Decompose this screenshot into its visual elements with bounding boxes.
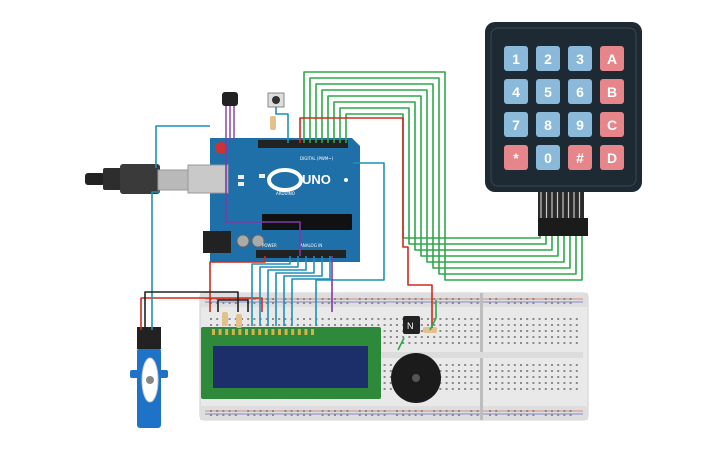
keypad-keys: 1 2 3 A 4 5 6 B 7 8 9 C * 0 # D <box>504 46 624 170</box>
keypad-key[interactable]: 6 <box>568 79 592 104</box>
keypad-key-label: 7 <box>512 117 520 133</box>
piezo-buzzer[interactable] <box>391 353 441 403</box>
keypad-key[interactable]: 5 <box>536 79 560 104</box>
keypad-key[interactable]: 0 <box>536 145 560 170</box>
keypad-key-label: A <box>607 51 617 67</box>
keypad-key[interactable]: 2 <box>536 46 560 71</box>
keypad-key-label: 3 <box>576 51 584 67</box>
usb-cable <box>85 164 191 194</box>
keypad-key-label: 6 <box>576 84 584 100</box>
keypad-key-label: 2 <box>544 51 552 67</box>
arduino-logo-icon <box>267 168 303 192</box>
transistor-label: N <box>407 321 414 331</box>
keypad-key[interactable]: 4 <box>504 79 528 104</box>
keypad-key-label: B <box>607 84 617 100</box>
analog-label: ANALOG IN <box>300 243 322 248</box>
power-label: POWER <box>262 243 277 248</box>
brand-text: ARDUINO <box>276 191 295 196</box>
keypad-key-label: * <box>513 150 519 166</box>
arduino-uno-board[interactable]: UNO ARDUINO DIGITAL (PWM~) ANALOG IN POW… <box>187 138 360 262</box>
keypad[interactable]: 1 2 3 A 4 5 6 B 7 8 9 C * 0 # D <box>485 22 642 236</box>
lcd-screen <box>213 346 368 388</box>
transistor[interactable]: N <box>403 316 420 334</box>
keypad-key-label: 4 <box>512 84 520 100</box>
keypad-ribbon <box>540 192 581 218</box>
push-button[interactable] <box>267 92 285 108</box>
atmega-chip <box>262 214 352 230</box>
resistor-top <box>270 116 276 130</box>
resistor-bb-left <box>222 312 242 328</box>
board-logo-text: UNO <box>302 172 331 187</box>
reset-button[interactable] <box>215 142 227 154</box>
keypad-key-label: D <box>607 150 617 166</box>
keypad-key[interactable]: # <box>568 145 592 170</box>
keypad-key[interactable]: * <box>504 145 528 170</box>
usb-port <box>187 164 229 194</box>
digital-label: DIGITAL (PWM~) <box>300 156 334 161</box>
keypad-key[interactable]: 3 <box>568 46 592 71</box>
power-jack <box>203 231 231 253</box>
keypad-key-label: # <box>576 150 584 166</box>
keypad-connector <box>538 218 588 236</box>
ir-sensor[interactable] <box>222 92 238 140</box>
keypad-key-label: 9 <box>576 117 584 133</box>
keypad-key[interactable]: D <box>600 145 624 170</box>
keypad-key[interactable]: A <box>600 46 624 71</box>
servo-motor[interactable] <box>130 327 168 428</box>
keypad-key[interactable]: 1 <box>504 46 528 71</box>
keypad-key-label: 8 <box>544 117 552 133</box>
keypad-key[interactable]: B <box>600 79 624 104</box>
keypad-key-label: 0 <box>544 150 552 166</box>
wires <box>140 71 583 351</box>
keypad-key-label: 5 <box>544 84 552 100</box>
keypad-key[interactable]: 8 <box>536 112 560 137</box>
lcd-display[interactable] <box>201 327 381 399</box>
keypad-key[interactable]: C <box>600 112 624 137</box>
keypad-key[interactable]: 9 <box>568 112 592 137</box>
keypad-key-label: 1 <box>512 51 520 67</box>
keypad-key[interactable]: 7 <box>504 112 528 137</box>
keypad-key-label: C <box>607 117 617 133</box>
